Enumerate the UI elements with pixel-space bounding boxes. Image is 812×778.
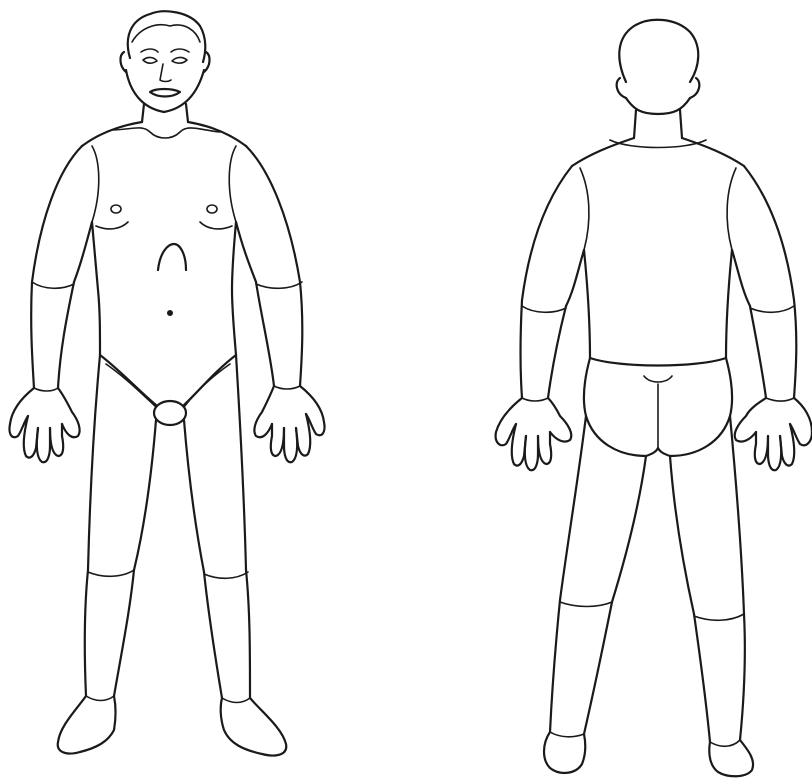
back-left-leg[interactable] [550, 416, 646, 734]
front-neck[interactable] [112, 104, 220, 138]
back-buttocks[interactable] [584, 358, 732, 456]
front-left-hand[interactable] [9, 388, 79, 462]
front-left-foot[interactable] [58, 696, 116, 754]
front-torso[interactable] [82, 122, 246, 355]
front-right-arm[interactable] [236, 146, 302, 386]
back-right-leg[interactable] [670, 416, 745, 742]
front-face-features [141, 49, 189, 97]
back-right-arm[interactable] [732, 166, 796, 398]
front-right-foot[interactable] [221, 698, 287, 756]
back-right-foot[interactable] [709, 740, 753, 776]
back-left-hand[interactable] [496, 398, 572, 470]
back-left-arm[interactable] [521, 166, 585, 398]
back-right-hand[interactable] [735, 398, 812, 470]
front-right-leg[interactable] [184, 355, 250, 698]
back-torso[interactable] [572, 138, 744, 366]
front-left-arm[interactable] [31, 146, 92, 388]
front-groin[interactable] [100, 355, 236, 425]
back-left-foot[interactable] [544, 732, 585, 773]
front-view-figure [9, 11, 324, 755]
back-view-figure [496, 20, 812, 777]
back-head[interactable] [617, 20, 700, 114]
front-left-leg[interactable] [85, 355, 156, 696]
front-right-hand[interactable] [254, 386, 324, 462]
